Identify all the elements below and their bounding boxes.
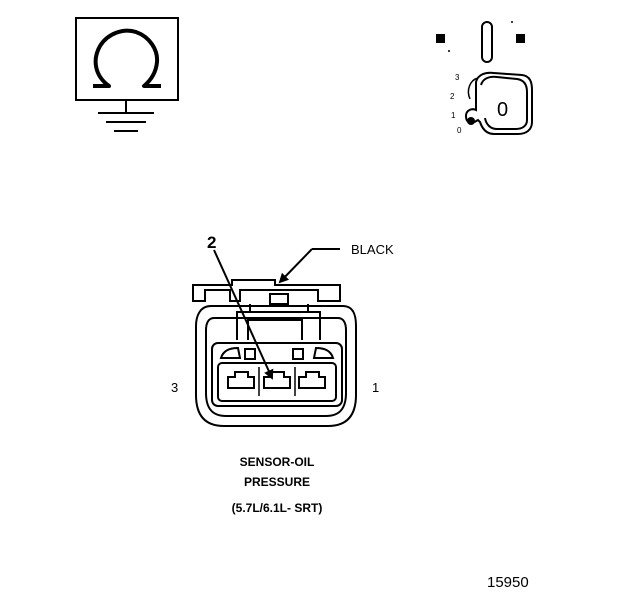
ignition-key-switch-icon: 3 2 1 0 0 (436, 21, 533, 135)
connector-title-line-3: (5.7L/6.1L- SRT) (232, 501, 323, 515)
connector-title-line-1: SENSOR-OIL (240, 455, 315, 469)
ignition-position-2: 2 (450, 92, 455, 101)
ignition-position-3: 3 (455, 73, 460, 82)
figure-number: 15950 (487, 574, 529, 591)
connector-color-label: BLACK (351, 242, 394, 257)
ohm-symbol-icon (75, 17, 179, 101)
pin-2-callout-arrow (213, 249, 274, 380)
ignition-position-1: 1 (451, 111, 456, 120)
ignition-position-0: 0 (457, 126, 462, 135)
color-callout-leader (278, 248, 340, 284)
ground-symbol-icon (98, 100, 154, 132)
connector-face-view (192, 279, 357, 427)
connector-title-line-2: PRESSURE (244, 475, 310, 489)
pin-2-label: 2 (207, 233, 216, 252)
pin-1-label: 1 (372, 380, 379, 395)
ignition-key-label: 0 (497, 99, 508, 121)
pin-3-label: 3 (171, 380, 178, 395)
